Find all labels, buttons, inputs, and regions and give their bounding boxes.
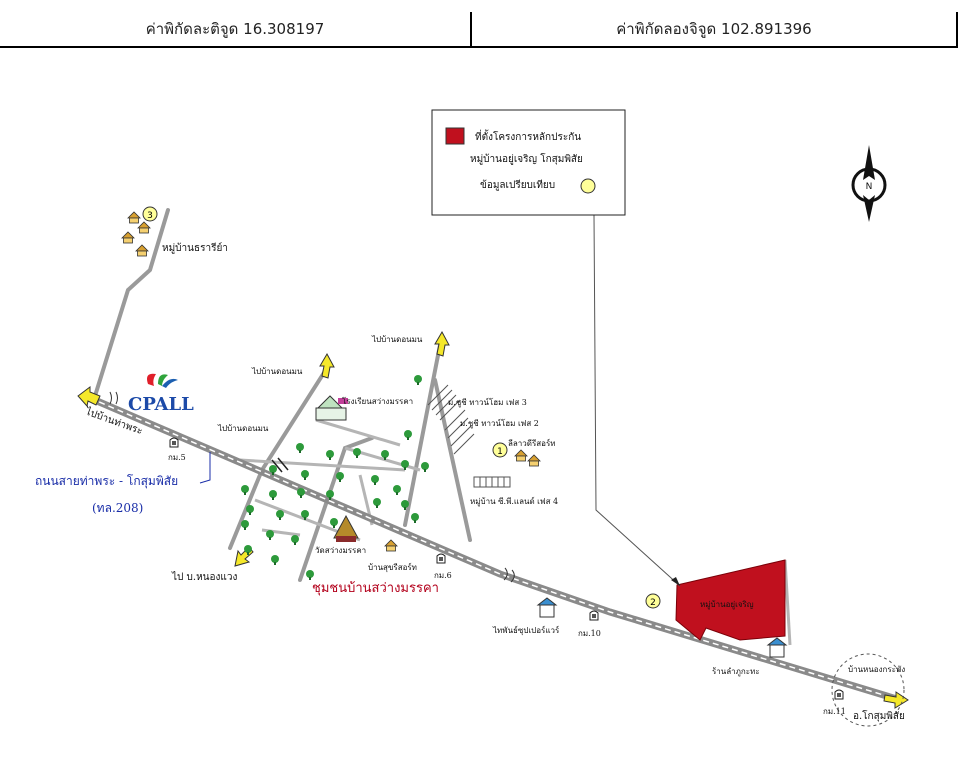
- marker-2: 2: [645, 593, 661, 609]
- legend-project-line2: หมู่บ้านอยู่เจริญ โกสุมพิสัย: [470, 152, 583, 165]
- project-area: [675, 559, 786, 641]
- store-icon: [536, 597, 558, 618]
- label-km6: กม.6: [434, 571, 452, 580]
- label-to-nongwaeng: ไป บ.หนองแวง: [171, 571, 237, 583]
- compass-north-label: N: [866, 182, 873, 192]
- label-nongkhraphang: บ้านหนองกระพัง: [848, 665, 905, 674]
- road-to-ppland: [433, 378, 472, 542]
- label-chuchi2: ม.ชูชี ทาวน์โฮม เฟส 2: [460, 418, 539, 429]
- label-thaipun: ไทพันธ์ซุปเปอร์แวร์: [492, 625, 560, 635]
- house-icon: [135, 244, 149, 257]
- townhome-rows: [427, 384, 511, 488]
- kmpost-icon: [436, 553, 446, 564]
- road-to-donmon-north: [403, 343, 442, 527]
- label-km5: กม.5: [168, 453, 186, 462]
- label-to-donmon-north: ไปบ้านดอนมน: [371, 335, 423, 344]
- cpall-logo: CPALL: [128, 373, 194, 415]
- arrow-donmon-north: [434, 330, 450, 357]
- kmpost-icon: [169, 437, 179, 448]
- marker-3: 3: [142, 206, 158, 222]
- label-chuchi3: ม.ชูชี ทาวน์โฮม เฟส 3: [448, 397, 527, 408]
- temple-icon: [333, 514, 359, 542]
- svg-text:1: 1: [497, 447, 503, 457]
- road-community-east: [298, 436, 374, 582]
- label-to-donmon-west: ไปบ้านดอนมน: [251, 367, 303, 376]
- label-yucharoen: หมู่บ้านอยู่เจริญ: [700, 600, 754, 610]
- marker-1: 1: [492, 442, 508, 458]
- label-lamphu: ร้านลำภูกะทะ: [712, 667, 760, 677]
- legend-project-line1: ที่ตั้งโครงการหลักประกัน: [475, 129, 581, 143]
- house-icon: [137, 221, 151, 234]
- label-bansuk: บ้านสุขรีสอร์ท: [368, 562, 417, 572]
- school-icon: [315, 395, 348, 421]
- label-resort: ลีลาวดีรีสอร์ท: [508, 438, 556, 448]
- resort-icon: [384, 539, 398, 552]
- resort-icon: [527, 454, 541, 467]
- latitude-header: ค่าพิกัดละติจูด 16.308197: [0, 12, 472, 48]
- compass-icon: N: [851, 145, 887, 222]
- label-road-code: (ทล.208): [92, 501, 143, 515]
- arrow-donmon-west: [319, 352, 335, 379]
- resort-icon: [514, 449, 528, 462]
- legend-compare-swatch: [580, 178, 596, 194]
- svg-text:CPALL: CPALL: [128, 394, 194, 415]
- kmpost-icon: [834, 689, 844, 700]
- label-km10: กม.10: [578, 629, 601, 638]
- road-to-dhararia: [93, 208, 170, 398]
- house-icon: [127, 211, 141, 224]
- house-icon: [121, 231, 135, 244]
- legend-compare: ข้อมูลเปรียบเทียบ: [480, 179, 555, 191]
- label-road-name: ถนนสายท่าพระ - โกสุมพิสัย: [35, 474, 178, 489]
- label-temple: วัดสว่างมรรคา: [315, 546, 366, 555]
- kosum-circle: [831, 653, 905, 727]
- legend-project-swatch: [445, 127, 465, 145]
- label-community: ชุมชนบ้านสว่างมรรคา: [312, 581, 439, 596]
- label-dhararia: หมู่บ้านธรารีย์า: [162, 242, 228, 254]
- label-to-donmon-road: ไปบ้านดอนมน: [217, 424, 269, 433]
- arrow-thaphra: [77, 386, 101, 408]
- svg-text:3: 3: [147, 211, 153, 221]
- arrow-kosum: [883, 691, 909, 709]
- label-kosum: อ.โกสุมพิสัย: [853, 709, 905, 722]
- svg-text:2: 2: [650, 598, 656, 608]
- shop-icon: [766, 637, 788, 658]
- label-ppland: หมู่บ้าน ซี.พี.แลนด์ เฟส 4: [470, 496, 558, 507]
- label-km11: กม.11: [823, 707, 846, 716]
- label-school: โรงเรียนสว่างมรรคา: [342, 396, 413, 406]
- kmpost-icon: [589, 610, 599, 621]
- longitude-header: ค่าพิกัดลองจิจูด 102.891396: [472, 12, 958, 48]
